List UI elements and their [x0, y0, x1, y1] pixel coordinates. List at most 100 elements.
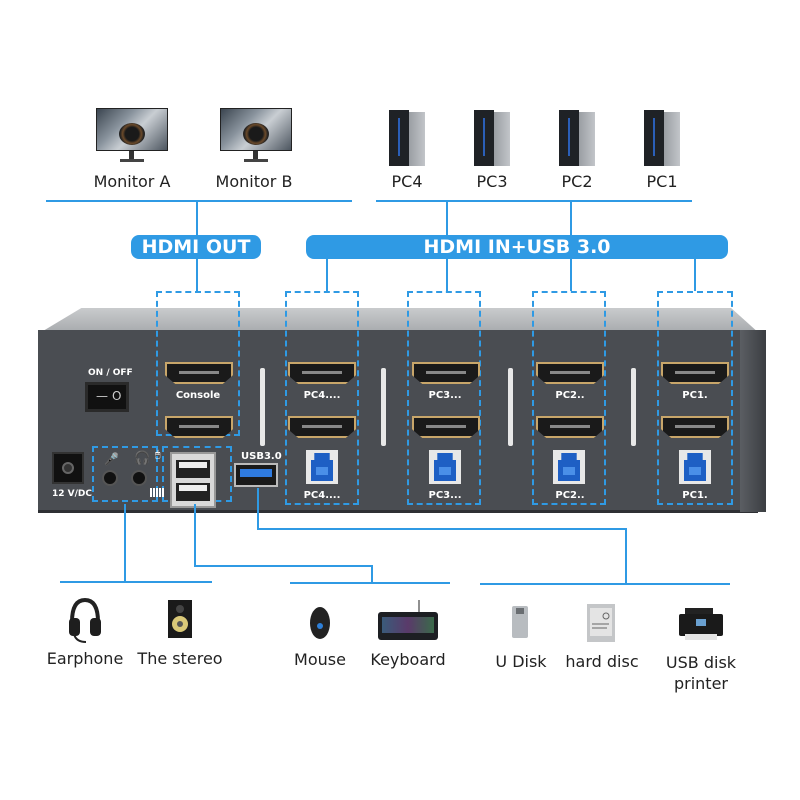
hdmi-in-usb-banner: HDMI IN+USB 3.0: [306, 235, 728, 259]
mouse-icon: [310, 607, 330, 639]
printer-label-line2: printer: [673, 674, 728, 693]
hid-route-line: [194, 565, 372, 567]
usb3-label: USB3.0: [241, 451, 282, 462]
keyboard-icon: [150, 488, 164, 497]
pc2-usb-label: PC2..: [555, 490, 585, 501]
audio-drop-line: [124, 504, 126, 582]
monitor-icon: [96, 108, 168, 164]
pc-tower-icon: [644, 110, 680, 166]
hard-disc-label: hard disc: [565, 652, 639, 671]
storage-route-drop: [625, 528, 627, 584]
console-drop-line: [196, 259, 198, 291]
hid-bus-line: [290, 582, 450, 584]
usb3-port[interactable]: [234, 463, 278, 487]
hdmi-out-banner: HDMI OUT: [131, 235, 261, 259]
switch-on-symbol: O: [112, 389, 122, 403]
dc-label: 12 V/DC: [52, 489, 92, 499]
pc3-usb-b-port[interactable]: [429, 450, 461, 484]
pc2-label: PC2: [561, 172, 593, 191]
pc1-label: PC1: [646, 172, 678, 191]
pc2-hdmi-label: PC2..: [555, 390, 585, 401]
device-rear-panel: [38, 330, 758, 513]
monitor-b-label: Monitor B: [215, 172, 293, 191]
pc4-port-group: [285, 291, 359, 505]
printer-icon: [679, 608, 723, 640]
pc-bus-line: [376, 200, 692, 202]
device-top-panel: [38, 308, 760, 334]
pc4-hdmi-port-1[interactable]: [288, 362, 356, 384]
pc3-hdmi-port-1[interactable]: [412, 362, 480, 384]
pc1-usb-b-port[interactable]: [679, 450, 711, 484]
headphone-jack[interactable]: [131, 470, 147, 486]
device-side-panel: [740, 330, 766, 512]
pc3-label: PC3: [476, 172, 508, 191]
pc4-drop-line: [326, 259, 328, 291]
pc3-drop-line: [446, 259, 448, 291]
hid-drop-line: [194, 504, 196, 566]
power-switch[interactable]: — O: [85, 382, 129, 412]
mouse-icon: 🖱: [155, 450, 161, 460]
monitor-drop-line: [196, 200, 198, 238]
audio-port-group: [92, 446, 158, 502]
pc-tower-icon: [559, 110, 595, 166]
mic-jack[interactable]: [102, 470, 118, 486]
mouse-label: Mouse: [294, 650, 346, 669]
pc4-usb-b-port[interactable]: [306, 450, 338, 484]
pc4-hdmi-label: PC4....: [303, 390, 341, 401]
pc2-hdmi-port-2[interactable]: [536, 416, 604, 438]
pc4-label: PC4: [391, 172, 423, 191]
storage-drop-line: [257, 488, 259, 530]
pc-tower-icon: [389, 110, 425, 166]
keyboard-label: Keyboard: [370, 650, 446, 669]
pc-drop-line-right: [570, 200, 572, 238]
pc1-usb-label: PC1.: [682, 490, 708, 501]
console-label: Console: [175, 390, 221, 401]
pc-drop-line-left: [446, 200, 448, 238]
audio-bus-line: [60, 581, 212, 583]
pc4-hdmi-port-2[interactable]: [288, 416, 356, 438]
pc2-hdmi-port-1[interactable]: [536, 362, 604, 384]
dc-power-jack[interactable]: [52, 452, 84, 484]
pc3-port-group: [407, 291, 481, 505]
pc3-usb-label: PC3...: [428, 490, 462, 501]
power-switch-label: ON / OFF: [88, 368, 133, 378]
panel-divider: [260, 368, 265, 446]
stereo-label: The stereo: [137, 649, 223, 668]
console-hdmi-port-2[interactable]: [165, 416, 233, 438]
pc2-port-group: [532, 291, 606, 505]
pc1-port-group: [657, 291, 733, 505]
pc2-usb-b-port[interactable]: [553, 450, 585, 484]
panel-divider: [631, 368, 636, 446]
keyboard-icon: [378, 600, 438, 640]
printer-label-line1: USB disk: [665, 653, 737, 672]
panel-divider: [381, 368, 386, 446]
earphone-label: Earphone: [46, 649, 124, 668]
storage-bus-line: [480, 583, 730, 585]
hid-usb-ports[interactable]: [170, 452, 216, 508]
u-disk-label: U Disk: [495, 652, 547, 671]
headphone-icon: 🎧: [134, 451, 151, 466]
pc1-hdmi-label: PC1.: [682, 390, 708, 401]
pc3-hdmi-port-2[interactable]: [412, 416, 480, 438]
console-hdmi-port-1[interactable]: [165, 362, 233, 384]
speaker-icon: [168, 600, 192, 638]
pc-tower-icon: [474, 110, 510, 166]
pc1-hdmi-port-1[interactable]: [661, 362, 729, 384]
monitor-icon: [220, 108, 292, 164]
pc1-drop-line: [694, 259, 696, 291]
hid-route-drop: [371, 565, 373, 583]
microphone-icon: 🎤: [104, 452, 119, 466]
pc1-hdmi-port-2[interactable]: [661, 416, 729, 438]
printer-label: USB disk printer: [650, 652, 752, 694]
usb-flash-drive-icon: [512, 606, 528, 638]
switch-off-symbol: —: [96, 389, 108, 403]
hard-disk-icon: [587, 604, 615, 642]
monitor-a-label: Monitor A: [93, 172, 171, 191]
pc3-hdmi-label: PC3...: [428, 390, 462, 401]
headset-icon: [69, 597, 101, 643]
monitor-bus-line: [46, 200, 352, 202]
pc4-usb-label: PC4....: [303, 490, 341, 501]
pc2-drop-line: [570, 259, 572, 291]
panel-divider: [508, 368, 513, 446]
storage-route-line: [257, 528, 627, 530]
